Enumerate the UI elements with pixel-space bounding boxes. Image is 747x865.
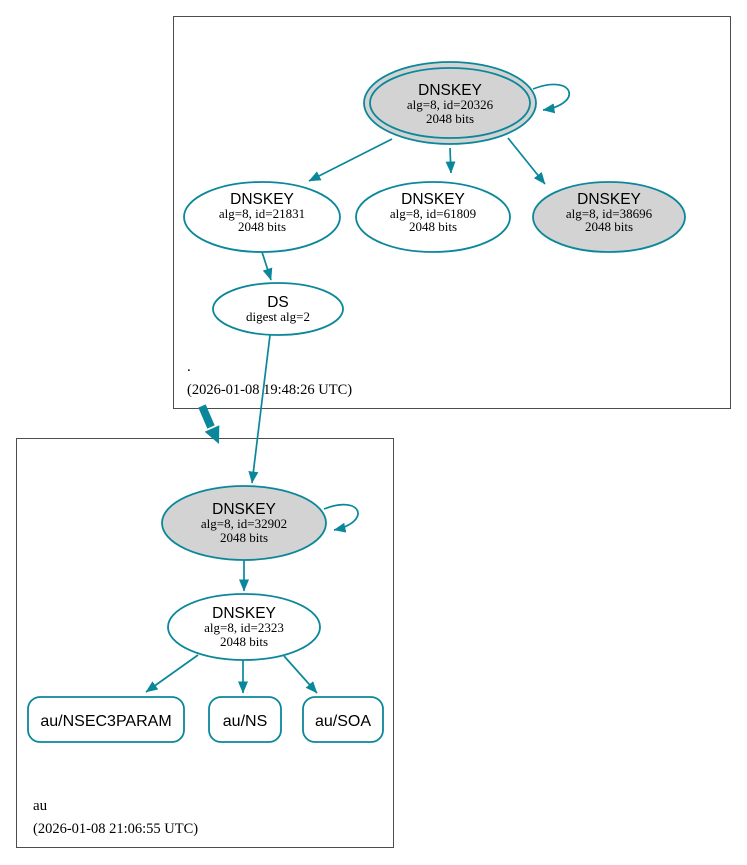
edge-root-ksk-to-dnskey-38696	[507, 137, 546, 185]
node-title: DS	[267, 294, 289, 311]
zone-label-au: au	[33, 798, 48, 814]
node-ellipse[interactable]	[212, 282, 344, 336]
zone-label-root: .	[187, 359, 191, 375]
node-rect[interactable]	[302, 696, 384, 743]
node-root-ds[interactable]: DS digest alg=2	[212, 282, 344, 336]
node-detail: alg=8, id=61809	[390, 206, 476, 221]
node-au-ns[interactable]: au/NS	[208, 696, 282, 743]
node-root-dnskey-20326[interactable]: DNSKEY alg=8, id=20326 2048 bits	[363, 61, 537, 145]
node-label: au/NS	[223, 713, 267, 730]
node-rect[interactable]	[208, 696, 282, 743]
node-au-dnskey-2323[interactable]: DNSKEY alg=8, id=2323 2048 bits	[167, 593, 321, 661]
edge-root-ksk-to-dnskey-61809	[445, 147, 456, 174]
zone-box-au	[16, 438, 394, 848]
delegation-arrow-root-to-au	[198, 404, 220, 444]
node-root-dnskey-38696[interactable]: DNSKEY alg=8, id=38696 2048 bits	[532, 181, 686, 253]
delegation-arrow-shaft	[198, 404, 215, 429]
zone-timestamp-root: (2026-01-08 19:48:26 UTC)	[187, 382, 352, 398]
node-title: DNSKEY	[401, 191, 465, 208]
node-au-nsec3param[interactable]: au/NSEC3PARAM	[27, 696, 185, 743]
node-ellipse[interactable]	[161, 485, 327, 561]
rrsig-self-loop-root-ksk	[532, 83, 571, 114]
node-au-soa[interactable]: au/SOA	[302, 696, 384, 743]
node-title: DNSKEY	[418, 82, 482, 99]
node-ellipse[interactable]	[355, 181, 511, 253]
node-detail: 2048 bits	[426, 111, 474, 126]
ksk-inner-ellipse	[369, 67, 531, 139]
node-au-dnskey-32902[interactable]: DNSKEY alg=8, id=32902 2048 bits	[161, 485, 327, 561]
node-detail: 2048 bits	[238, 219, 286, 234]
edge-au-zsk-to-soa	[283, 655, 318, 694]
delegation-arrow-head	[204, 425, 220, 444]
node-detail: 2048 bits	[220, 530, 268, 545]
node-detail: alg=8, id=32902	[201, 516, 287, 531]
node-title: DNSKEY	[212, 605, 276, 622]
node-detail: digest alg=2	[246, 309, 310, 324]
node-detail: alg=8, id=21831	[219, 206, 305, 221]
node-root-dnskey-61809[interactable]: DNSKEY alg=8, id=61809 2048 bits	[355, 181, 511, 253]
node-title: DNSKEY	[230, 191, 294, 208]
node-ellipse[interactable]	[183, 181, 341, 253]
node-detail: alg=8, id=38696	[566, 206, 653, 221]
node-rect[interactable]	[27, 696, 185, 743]
node-root-dnskey-21831[interactable]: DNSKEY alg=8, id=21831 2048 bits	[183, 181, 341, 253]
ksk-outer-ellipse[interactable]	[363, 61, 537, 145]
edge-dnskey-21831-to-ds	[261, 251, 273, 281]
node-detail: 2048 bits	[585, 219, 633, 234]
zone-box-root	[173, 16, 731, 409]
edge-ds-to-au-ksk	[248, 334, 271, 484]
rrsig-self-loop-au-ksk	[323, 503, 359, 533]
node-title: DNSKEY	[212, 501, 276, 518]
node-label: au/NSEC3PARAM	[40, 713, 171, 730]
node-ellipse[interactable]	[532, 181, 686, 253]
node-detail: alg=8, id=20326	[407, 97, 494, 112]
node-label: au/SOA	[315, 713, 371, 730]
node-title: DNSKEY	[577, 191, 641, 208]
zone-timestamp-au: (2026-01-08 21:06:55 UTC)	[33, 821, 198, 837]
node-detail: alg=8, id=2323	[204, 620, 284, 635]
node-detail: 2048 bits	[220, 634, 268, 649]
node-detail: 2048 bits	[409, 219, 457, 234]
edge-root-ksk-to-dnskey-21831	[308, 138, 393, 182]
node-ellipse[interactable]	[167, 593, 321, 661]
edge-au-zsk-to-nsec3param	[145, 654, 199, 693]
